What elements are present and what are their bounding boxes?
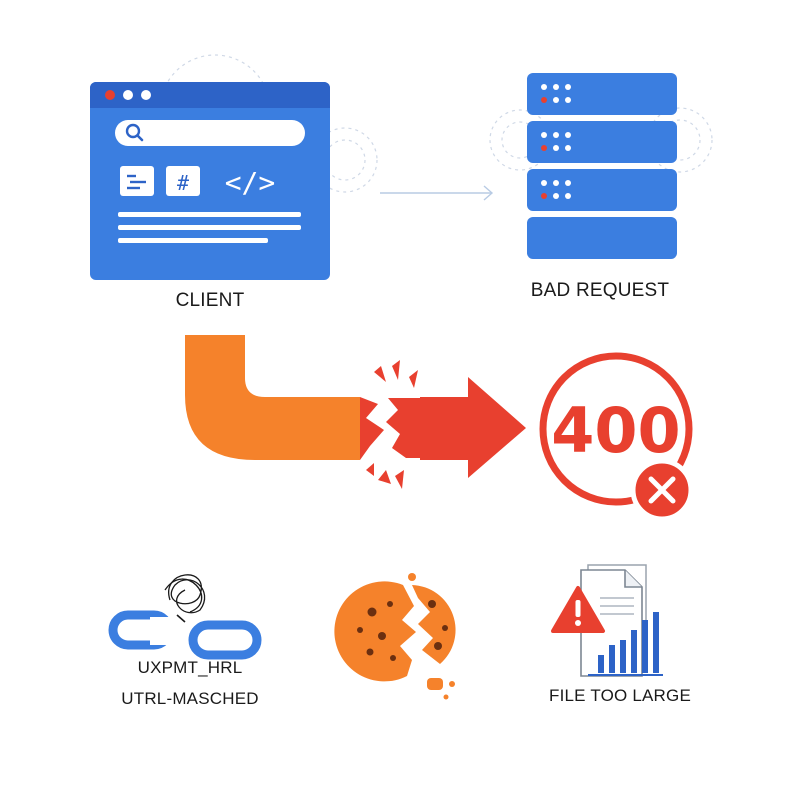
large-file-warning-icon [551, 564, 663, 677]
request-flow-pipe [185, 335, 360, 460]
client-label: CLIENT [175, 290, 245, 311]
error-arrow [420, 377, 526, 478]
broken-cookie-icon [334, 573, 456, 700]
client-browser-icon: # </> [90, 82, 330, 280]
server-icon [527, 73, 677, 259]
cause-link-label-line2: UTRL-MASCHED [121, 689, 259, 708]
broken-link-icon [108, 574, 262, 660]
request-arrow [380, 185, 494, 201]
break-fragments [360, 360, 420, 489]
search-icon [125, 123, 144, 142]
server-label: BAD REQUEST [530, 280, 670, 301]
close-icon [648, 476, 676, 504]
grid-symbol: # [177, 171, 189, 195]
warning-icon [551, 586, 605, 633]
status-code: 400 [551, 394, 680, 467]
cause-file-label: FILE TOO LARGE [549, 686, 691, 705]
status-400-badge: 400 [539, 352, 694, 522]
code-symbol: </> [225, 166, 276, 199]
cause-link-label-line1: UXPMT_HRL [137, 658, 243, 677]
